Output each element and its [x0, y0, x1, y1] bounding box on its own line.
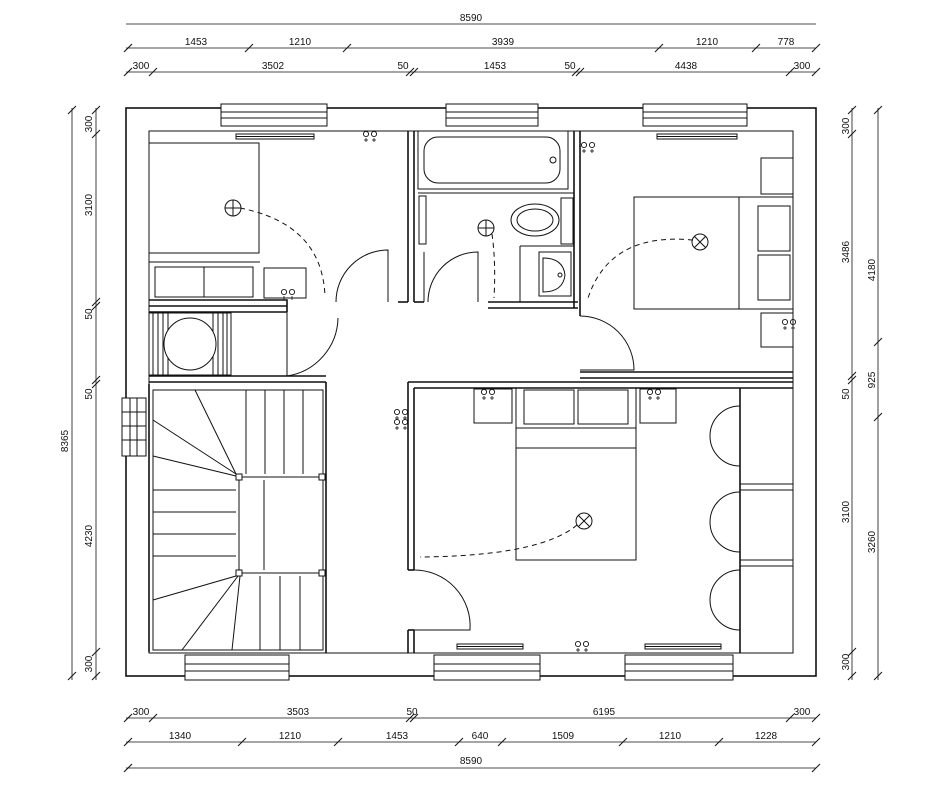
bottom-dim-3: 50: [406, 707, 418, 718]
bottom-dim-row2-1: 1340: [169, 731, 192, 742]
wall-socket-icon: [781, 318, 797, 331]
double-bed-icon: [515, 387, 637, 561]
bottom-dim-5: 300: [794, 707, 811, 718]
wardrobe-icon: [709, 388, 793, 653]
single-bed-icon: [148, 142, 260, 254]
right-dim-2: 3486: [841, 240, 852, 263]
door-swing-icon: [413, 569, 471, 631]
ceiling-light-icon: [224, 199, 242, 217]
bottom-dim-row2-2: 1210: [279, 731, 302, 742]
ceiling-light-icon: [691, 233, 709, 251]
right-outer-dim-1: 4180: [867, 258, 878, 281]
nightstand-icon: [639, 388, 677, 424]
nightstand-icon: [760, 157, 794, 195]
top-dim-row2-7: 300: [794, 61, 811, 72]
double-bed-icon: [633, 196, 794, 310]
left-total-dim: 8365: [60, 429, 71, 452]
door-swing-icon: [427, 251, 479, 303]
wall-socket-icon: [393, 408, 409, 421]
left-dim-1: 300: [84, 115, 95, 132]
bottom-dim-1: 300: [133, 707, 150, 718]
left-dim-3: 50: [84, 308, 95, 320]
door-swing-icon: [286, 312, 339, 377]
bottom-dim-row2-7: 1228: [755, 731, 778, 742]
right-dim-1: 300: [841, 117, 852, 134]
nightstand-icon: [263, 267, 307, 299]
top-dim-row2-2: 3502: [262, 61, 285, 72]
wall-socket-icon: [362, 130, 378, 143]
top-dim-row2-1: 300: [133, 61, 150, 72]
staircase-icon: [152, 389, 326, 651]
top-dim-row2-6: 4438: [675, 61, 698, 72]
bottom-dim-row2-4: 640: [472, 731, 489, 742]
landing-storage: [148, 312, 339, 377]
top-total-dim: 8590: [460, 13, 483, 24]
wall-socket-icon: [646, 388, 662, 401]
right-dim-4: 3100: [841, 500, 852, 523]
left-dim-6: 300: [84, 655, 95, 672]
wall-socket-icon: [393, 418, 409, 431]
top-dimensions: 8590 1453 1210 3939 1210 778 300 3502 50…: [123, 13, 821, 77]
right-dimensions: 300 3486 50 3100 300 4180 925 3260: [841, 105, 883, 681]
window-icon: [121, 103, 748, 681]
top-dim-4: 1210: [696, 37, 719, 48]
toilet-icon: [510, 197, 574, 245]
door-swing-icon: [579, 315, 635, 371]
bottom-dim-row2-5: 1509: [552, 731, 575, 742]
bottom-dimensions: 300 3503 50 6195 300 1340 1210 1453 640 …: [123, 707, 821, 773]
top-dim-row2-5: 50: [564, 61, 576, 72]
bottom-dim-row2-6: 1210: [659, 731, 682, 742]
top-dim-2: 1210: [289, 37, 312, 48]
round-table-icon: [163, 317, 217, 371]
wall-socket-icon: [480, 388, 496, 401]
bottom-dim-2: 3503: [287, 707, 310, 718]
interior-walls: [148, 131, 793, 653]
left-dim-2: 3100: [84, 193, 95, 216]
nightstand-icon: [760, 312, 794, 348]
right-outer-dim-3: 3260: [867, 530, 878, 553]
top-dim-row2-4: 1453: [484, 61, 507, 72]
bottom-total-dim: 8590: [460, 756, 483, 767]
light-switch-wire: [587, 238, 694, 299]
ceiling-light-icon: [575, 512, 593, 530]
wall-socket-icon: [580, 141, 596, 154]
nightstand-icon: [473, 388, 513, 424]
top-dim-1: 1453: [185, 37, 208, 48]
wall-socket-icon: [574, 640, 590, 653]
bottom-dim-row2-3: 1453: [386, 731, 409, 742]
light-switch-wire: [491, 233, 496, 299]
bottom-dim-4: 6195: [593, 707, 616, 718]
bathroom: [417, 130, 574, 303]
bedroom-bottom: [413, 387, 722, 653]
light-switch-wire: [419, 524, 578, 558]
right-outer-dim-2: 925: [867, 371, 878, 388]
right-dim-5: 300: [841, 653, 852, 670]
top-dim-5: 778: [778, 37, 795, 48]
left-dim-5: 4230: [84, 524, 95, 547]
left-dimensions: 8365 300 3100 50 50 4230 300: [60, 105, 101, 681]
top-dim-3: 3939: [492, 37, 515, 48]
door-swing-icon: [335, 249, 389, 303]
top-dim-row2-3: 50: [397, 61, 409, 72]
left-dim-4: 50: [84, 388, 95, 400]
ceiling-light-icon: [477, 219, 495, 237]
bedroom-top-right: [579, 133, 797, 371]
right-dim-3: 50: [841, 388, 852, 400]
bathtub-icon: [417, 130, 569, 190]
bedroom-top-left: [148, 130, 389, 303]
washbasin-icon: [538, 251, 572, 297]
light-switch-wire: [239, 207, 326, 297]
